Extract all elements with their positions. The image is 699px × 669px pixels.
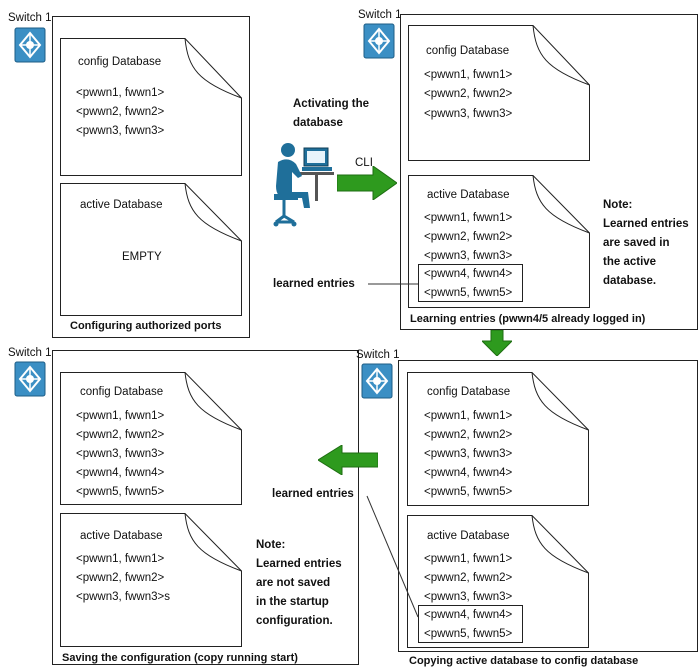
green-arrow-down <box>480 329 514 361</box>
entry: <pwwn2, fwwn2> <box>424 572 513 584</box>
entry: <pwwn3, fwwn3> <box>76 125 165 137</box>
entry: <pwwn1, fwwn1> <box>424 553 513 565</box>
green-arrow-right <box>336 165 398 205</box>
learned-entry: <pwwn4, fwwn4> <box>424 609 513 621</box>
config-db-title: config Database <box>80 386 164 398</box>
panel-caption: Saving the configuration (copy running s… <box>62 652 298 664</box>
activating-label: Activating the <box>293 98 370 110</box>
config-db-title: config Database <box>426 45 510 57</box>
cli-label: CLI <box>355 157 373 169</box>
entry: <pwwn2, fwwn2> <box>76 572 165 584</box>
entry: <pwwn3, fwwn3> <box>424 448 513 460</box>
entry: <pwwn5, fwwn5> <box>424 486 513 498</box>
entry: <pwwn1, fwwn1> <box>424 212 513 224</box>
entry: <pwwn2, fwwn2> <box>424 429 513 441</box>
config-db-title: config Database <box>78 56 162 68</box>
switch-icon <box>363 23 395 64</box>
learned-entry: <pwwn5, fwwn5> <box>424 287 513 299</box>
entry: <pwwn3, fwwn3> <box>424 591 513 603</box>
switch-icon <box>361 363 393 404</box>
entry: <pwwn1, fwwn1> <box>424 69 513 81</box>
user-at-computer-icon <box>268 136 338 237</box>
active-db-title: active Database <box>427 189 510 201</box>
active-db-title: active Database <box>80 530 163 542</box>
panel-caption: Copying active database to config databa… <box>409 655 639 667</box>
learned-entry: <pwwn5, fwwn5> <box>424 628 513 640</box>
switch-label-bl: Switch 1 <box>8 347 52 359</box>
entry: <pwwn2, fwwn2> <box>424 88 513 100</box>
entry: <pwwn2, fwwn2> <box>76 106 165 118</box>
switch-label-tr: Switch 1 <box>358 9 402 21</box>
learned-entries-box <box>418 264 523 302</box>
switch-label-tl: Switch 1 <box>8 12 52 24</box>
config-database-doc <box>408 25 590 161</box>
entry: <pwwn2, fwwn2> <box>76 429 165 441</box>
entry: <pwwn1, fwwn1> <box>424 410 513 422</box>
active-db-title: active Database <box>80 199 163 211</box>
switch-icon <box>14 361 46 402</box>
entry: <pwwn2, fwwn2> <box>424 231 513 243</box>
green-arrow-left <box>317 444 379 480</box>
learned-entries-label: learned entries <box>273 278 355 290</box>
note-text: Note: Learned entries are not saved in t… <box>256 539 342 627</box>
panel-caption: Configuring authorized ports <box>70 320 222 332</box>
active-database-doc <box>60 513 242 647</box>
switch-icon <box>14 27 46 68</box>
active-db-title: active Database <box>427 530 510 542</box>
config-db-title: config Database <box>427 386 511 398</box>
entry: <pwwn3, fwwn3>s <box>76 591 170 603</box>
config-database-doc <box>407 372 589 506</box>
note-text: Note: Learned entries are saved in the a… <box>603 199 689 287</box>
entry: <pwwn1, fwwn1> <box>76 410 165 422</box>
learned-entries-box <box>418 605 523 643</box>
active-database-doc <box>60 183 242 316</box>
entry: <pwwn4, fwwn4> <box>424 467 513 479</box>
empty-label: EMPTY <box>122 251 162 263</box>
entry: <pwwn1, fwwn1> <box>76 553 165 565</box>
switch-label-br: Switch 1 <box>356 349 400 361</box>
learned-entry: <pwwn4, fwwn4> <box>424 268 513 280</box>
active-database-doc <box>408 175 590 308</box>
panel-caption: Learning entries (pwwn4/5 already logged… <box>410 313 646 325</box>
entry: <pwwn1, fwwn1> <box>76 87 165 99</box>
entry: <pwwn5, fwwn5> <box>76 486 165 498</box>
entry: <pwwn3, fwwn3> <box>424 250 513 262</box>
learned-entries-label: learned entries <box>272 488 354 500</box>
entry: <pwwn4, fwwn4> <box>76 467 165 479</box>
config-database-doc <box>60 38 242 176</box>
activating-label: database <box>293 117 343 129</box>
active-database-doc <box>407 515 589 648</box>
entry: <pwwn3, fwwn3> <box>424 108 513 120</box>
config-database-doc <box>60 372 242 505</box>
entry: <pwwn3, fwwn3> <box>76 448 165 460</box>
